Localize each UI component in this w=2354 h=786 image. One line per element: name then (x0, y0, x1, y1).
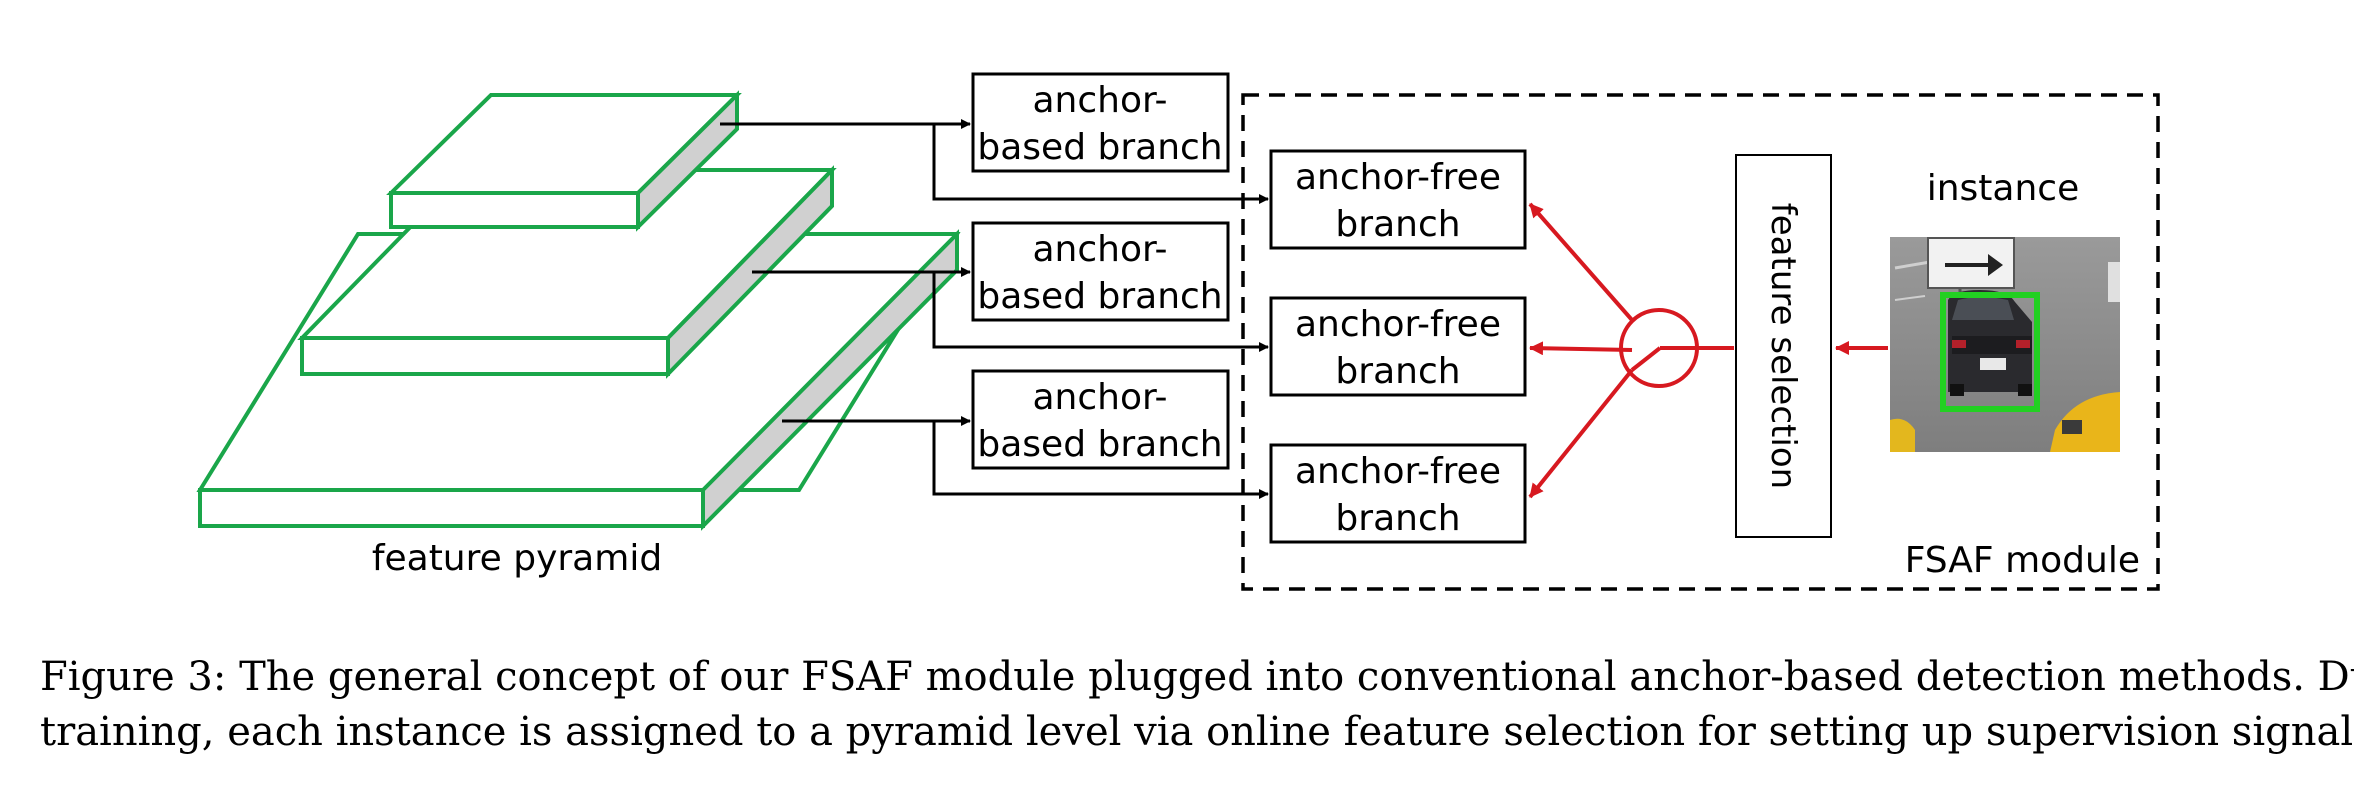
caption-line-1: Figure 3: The general concept of our FSA… (40, 654, 2354, 700)
anchor-based-branch-2-line1: anchor- (1033, 229, 1168, 270)
arrow-to-anchor-free-2 (1529, 341, 1633, 356)
anchor-free-branch-1-line1: anchor-free (1295, 157, 1501, 198)
instance-bounding-box (1940, 292, 2040, 412)
arrow-top-to-anchor-free-1 (932, 124, 1269, 204)
arrow-middle-to-anchor-free-2 (932, 272, 1269, 352)
feature-selection-box: feature selection (1735, 154, 1832, 538)
anchor-free-branch-2-line1: anchor-free (1295, 304, 1501, 345)
instance-photo (1890, 237, 2120, 452)
yellow-car-left (1890, 418, 1915, 452)
selection-arrows (1528, 202, 1888, 499)
anchor-based-branch-1: anchor- based branch (971, 72, 1230, 173)
feature-pyramid (196, 90, 961, 531)
feature-selection-label: feature selection (1763, 203, 1803, 489)
anchor-based-branch-2-line2: based branch (977, 276, 1222, 317)
fsaf-diagram: feature pyramid anchor- based branch anc… (196, 72, 2160, 591)
pyramid-level-top (386, 90, 742, 232)
anchor-free-branch-2: anchor-free branch (1269, 296, 1527, 397)
anchor-free-branch-3-line1: anchor-free (1295, 451, 1501, 492)
pyramid-label: feature pyramid (372, 538, 662, 579)
selection-pivot (1630, 346, 1662, 372)
arrow-to-anchor-free-1 (1528, 202, 1634, 322)
yellow-car-right (2050, 392, 2120, 452)
anchor-based-branch-1-line1: anchor- (1033, 80, 1168, 121)
anchor-free-branch-2-line2: branch (1335, 351, 1460, 392)
anchor-based-branch-1-line2: based branch (977, 127, 1222, 168)
anchor-free-branch-3-line2: branch (1335, 498, 1460, 539)
anchor-free-branch-3: anchor-free branch (1269, 443, 1527, 544)
arrow-to-anchor-free-3 (1528, 368, 1634, 499)
anchor-free-branch-1-line2: branch (1335, 204, 1460, 245)
instance-label: instance (1927, 168, 2080, 209)
fsaf-module-container (1241, 93, 2160, 591)
anchor-based-branch-3-line2: based branch (977, 424, 1222, 465)
anchor-based-branch-3: anchor- based branch (971, 369, 1230, 470)
anchor-based-branch-2: anchor- based branch (971, 221, 1230, 322)
car-image (1948, 290, 2032, 396)
anchor-based-branch-3-line1: anchor- (1033, 377, 1168, 418)
pyramid-to-branch-arrows (720, 119, 1269, 499)
fsaf-module-label: FSAF module (1905, 540, 2140, 581)
figure-caption: Figure 3: The general concept of our FSA… (40, 650, 2354, 760)
arrow-bottom-to-anchor-free-3 (932, 421, 1269, 499)
anchor-free-branch-1: anchor-free branch (1269, 149, 1527, 250)
caption-line-2: training, each instance is assigned to a… (40, 709, 2354, 755)
